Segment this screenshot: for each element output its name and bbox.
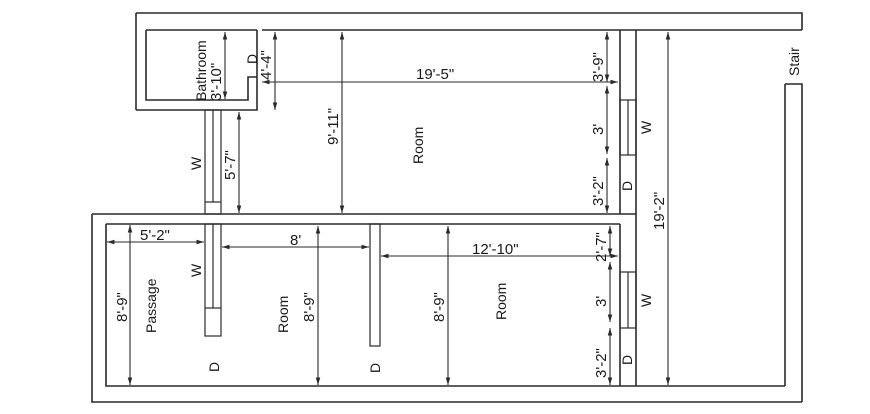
- dim-upper-right-window: 3': [590, 124, 607, 135]
- dim-overall-height: 19'-2": [651, 192, 668, 230]
- upper-right-door-label: D: [619, 181, 635, 191]
- dim-upper-room-width: 19'-5": [416, 66, 454, 83]
- dim-lower-right-room-width: 12'-10": [472, 241, 519, 258]
- dim-lower-right-top: 2'-7": [593, 232, 610, 262]
- dimension-lines: [107, 32, 671, 385]
- dim-lower-right-window: 3': [593, 296, 610, 307]
- lower-right-door-label: D: [619, 355, 635, 365]
- dim-upper-wall-segment: 5'-7": [222, 150, 239, 180]
- dim-upper-right-top: 3'-9": [590, 52, 607, 82]
- bathroom-label: Bathroom: [193, 40, 209, 101]
- stair-label: Stair: [786, 47, 802, 76]
- dim-passage-height: 8'-9": [114, 292, 131, 322]
- dim-passage-width: 5'-2": [140, 227, 170, 244]
- upper-window-left-label: W: [188, 156, 204, 170]
- upper-room-label: Room: [410, 127, 426, 164]
- dim-lower-right-bottom: 3'-2": [593, 348, 610, 378]
- dim-lower-room-width: 8': [290, 232, 301, 249]
- passage-door-label: D: [206, 362, 222, 372]
- lower-left-room-label: Room: [275, 296, 291, 333]
- dim-bathroom-door-offset: 4'-4": [258, 50, 275, 80]
- lower-right-room-label: Room: [493, 283, 509, 320]
- dim-lower-room-height: 8'-9": [301, 292, 318, 322]
- passage-label: Passage: [143, 278, 159, 333]
- dim-bathroom-height: 3'-10": [208, 63, 225, 101]
- dim-upper-right-bottom: 3'-2": [590, 176, 607, 206]
- lower-right-window-label: W: [638, 293, 654, 307]
- upper-right-window-label: W: [638, 120, 654, 134]
- dimension-labels: 3'-10" 4'-4" 19'-5" 9'-11" 5'-7" 3'-9" 3…: [114, 50, 668, 378]
- lower-window-label: W: [188, 263, 204, 277]
- lower-room-door-label: D: [367, 363, 383, 373]
- outer-walls: [91, 12, 803, 403]
- opening-labels: D W W D W D D W D: [188, 54, 654, 373]
- room-labels: Bathroom Room Passage Room Room Stair: [143, 40, 802, 333]
- dim-lower-right-room-height: 8'-9": [431, 292, 448, 322]
- bathroom-door-label: D: [244, 54, 260, 64]
- dim-upper-room-height: 9'-11": [325, 108, 342, 145]
